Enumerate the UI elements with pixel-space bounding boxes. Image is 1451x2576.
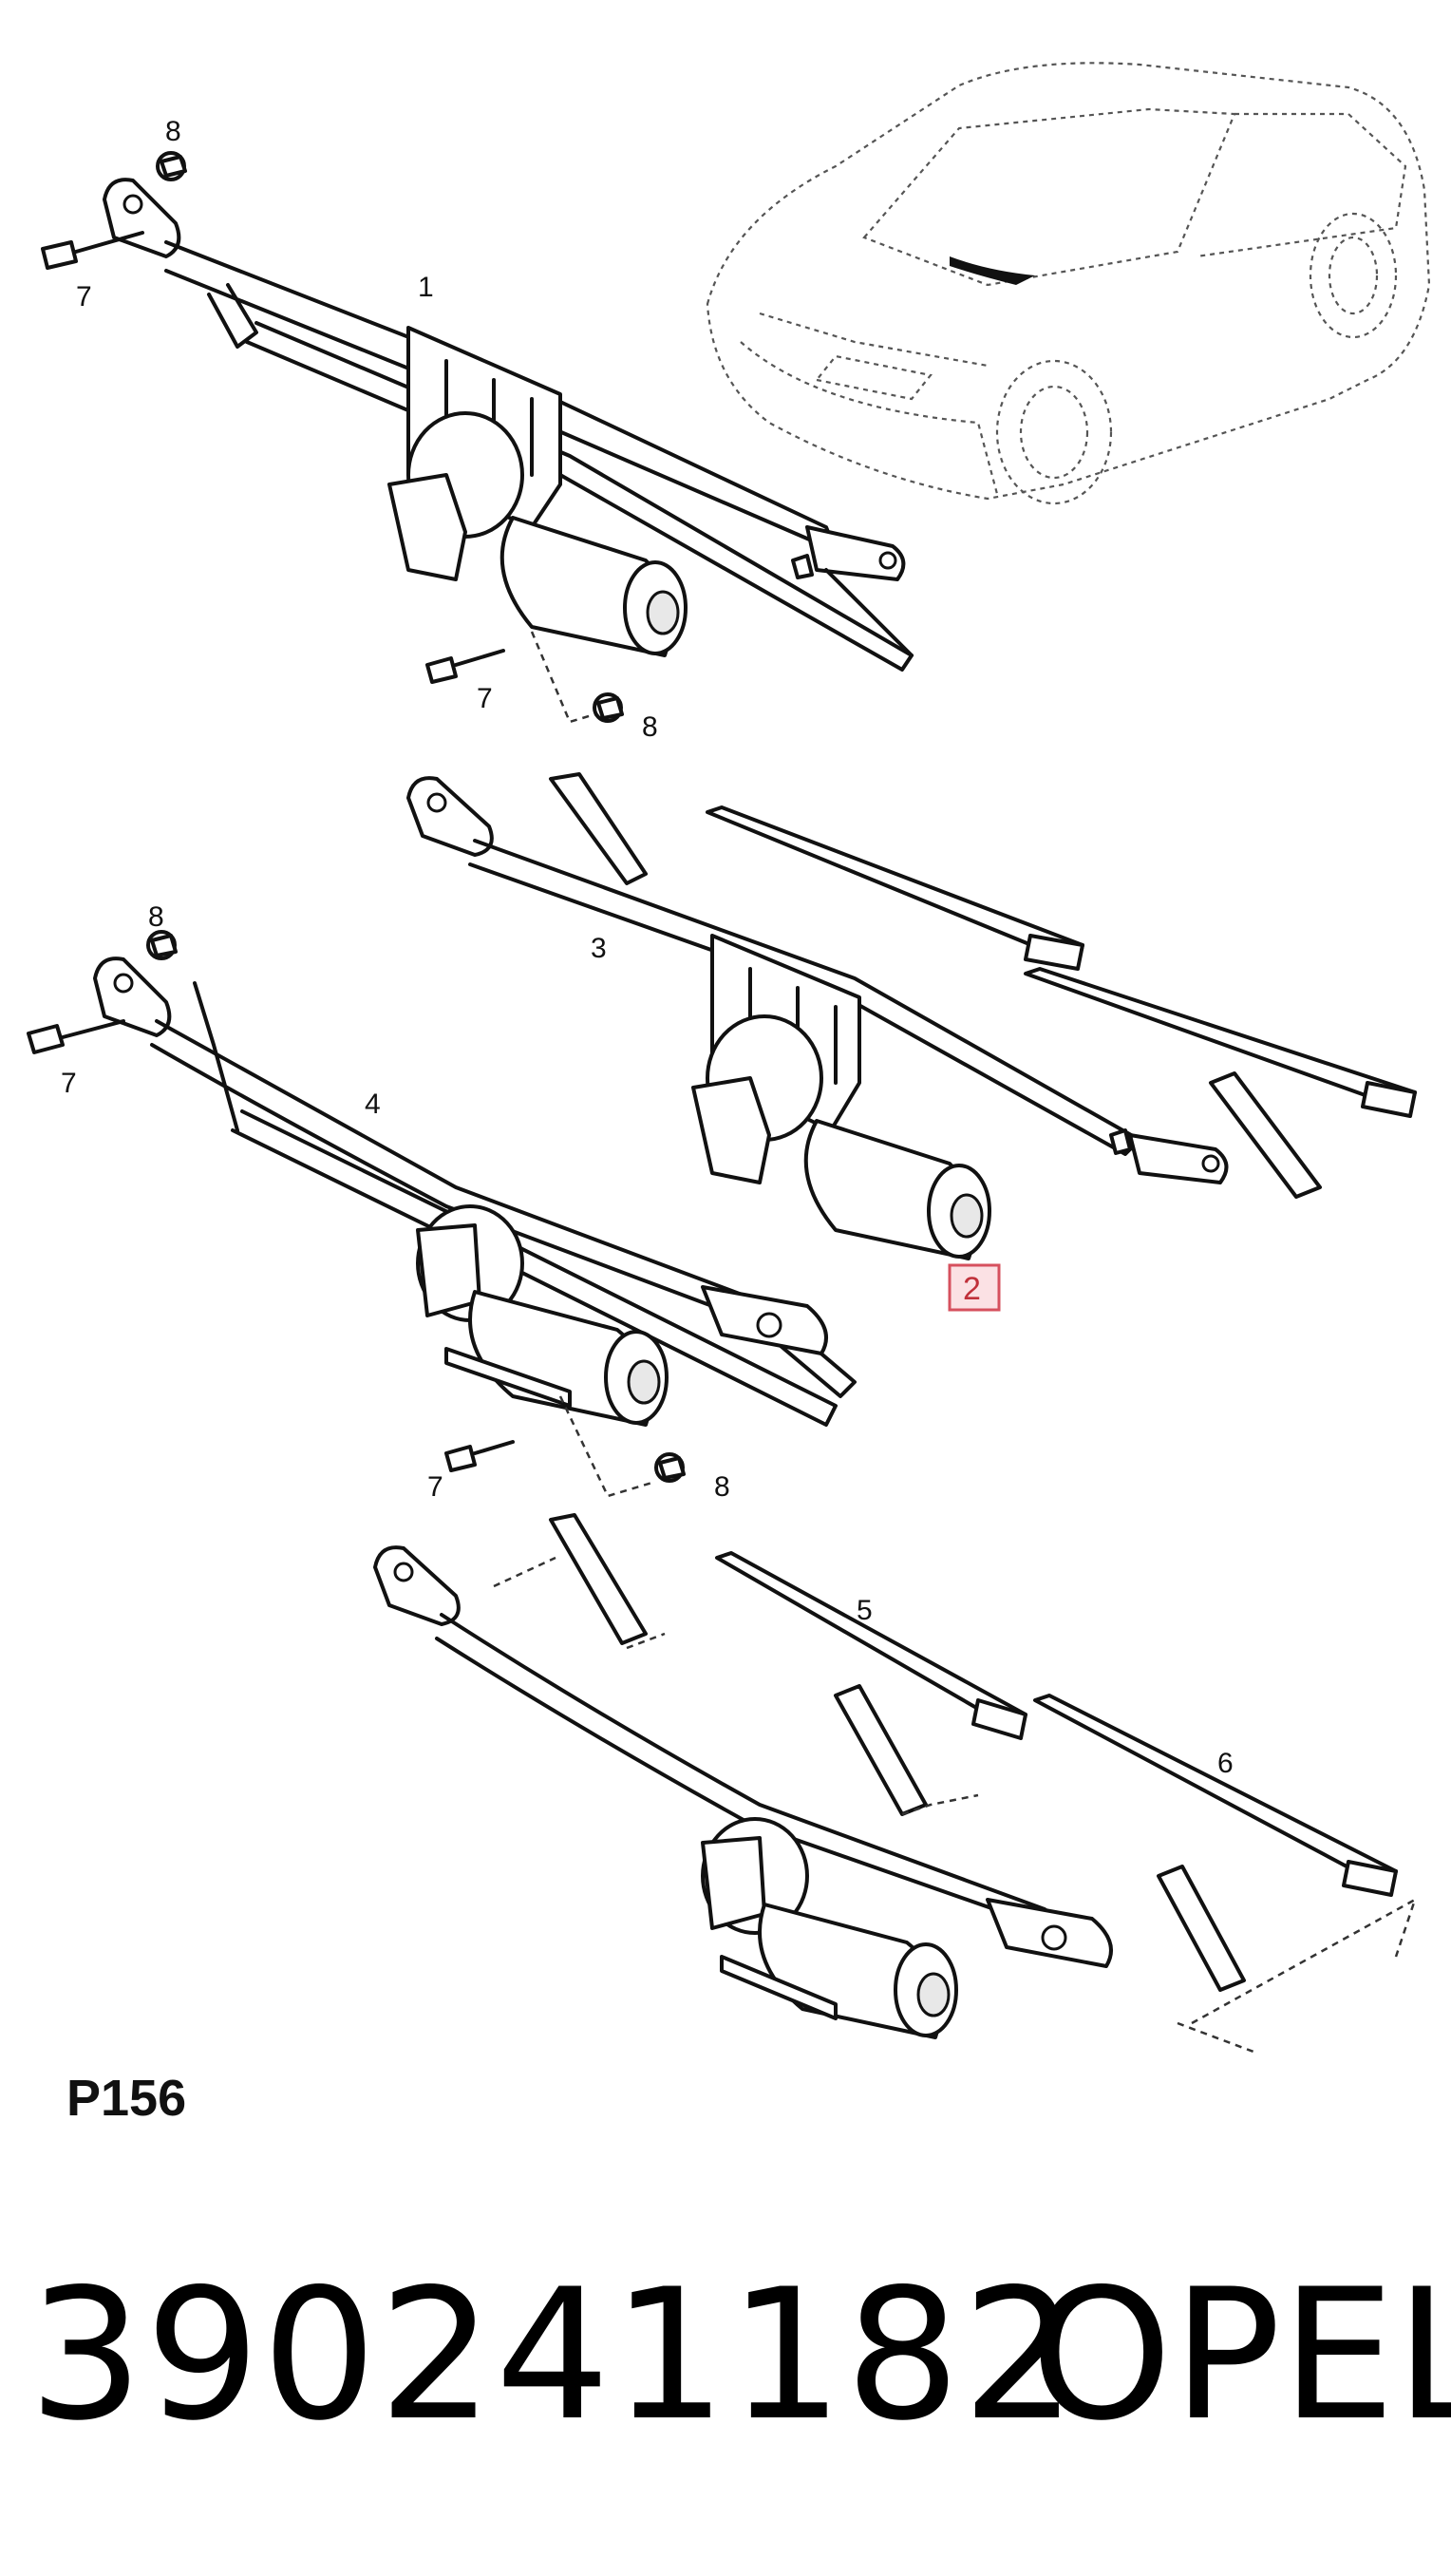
callout-8-top: 8 <box>165 116 181 147</box>
wiper-linkage-assembly-bottom <box>373 1513 1418 2054</box>
callout-5: 5 <box>857 1595 873 1626</box>
callout-2-label: 2 <box>963 1271 981 1307</box>
callout-4: 4 <box>365 1089 381 1120</box>
brand-name: OPEL <box>1030 2250 1451 2460</box>
callout-7-top: 7 <box>76 281 92 313</box>
fasteners-assembly-1 <box>41 151 814 723</box>
callout-7-mid: 7 <box>477 683 493 714</box>
wiper-linkage-assembly-3 <box>406 772 1417 1260</box>
callout-1: 1 <box>418 272 434 303</box>
callout-8-left: 8 <box>148 901 164 933</box>
callout-7-left: 7 <box>61 1068 77 1099</box>
page-code: P156 <box>66 2070 187 2127</box>
callout-6: 6 <box>1217 1748 1234 1779</box>
vehicle-illustration <box>706 62 1431 505</box>
wiper-linkage-assembly-1 <box>103 178 914 724</box>
callout-8-mid: 8 <box>642 711 658 743</box>
callout-3: 3 <box>591 933 607 964</box>
fasteners-assembly-4 <box>27 930 686 1483</box>
callout-8-low: 8 <box>714 1471 730 1503</box>
part-number: 390241182 <box>28 2250 1079 2460</box>
callout-7-low: 7 <box>427 1471 443 1503</box>
wiper-linkage-assembly-4 <box>93 957 857 1498</box>
highlight-box <box>948 1263 1001 1312</box>
highlighted-callout-2[interactable]: 2 <box>948 1263 1001 1312</box>
